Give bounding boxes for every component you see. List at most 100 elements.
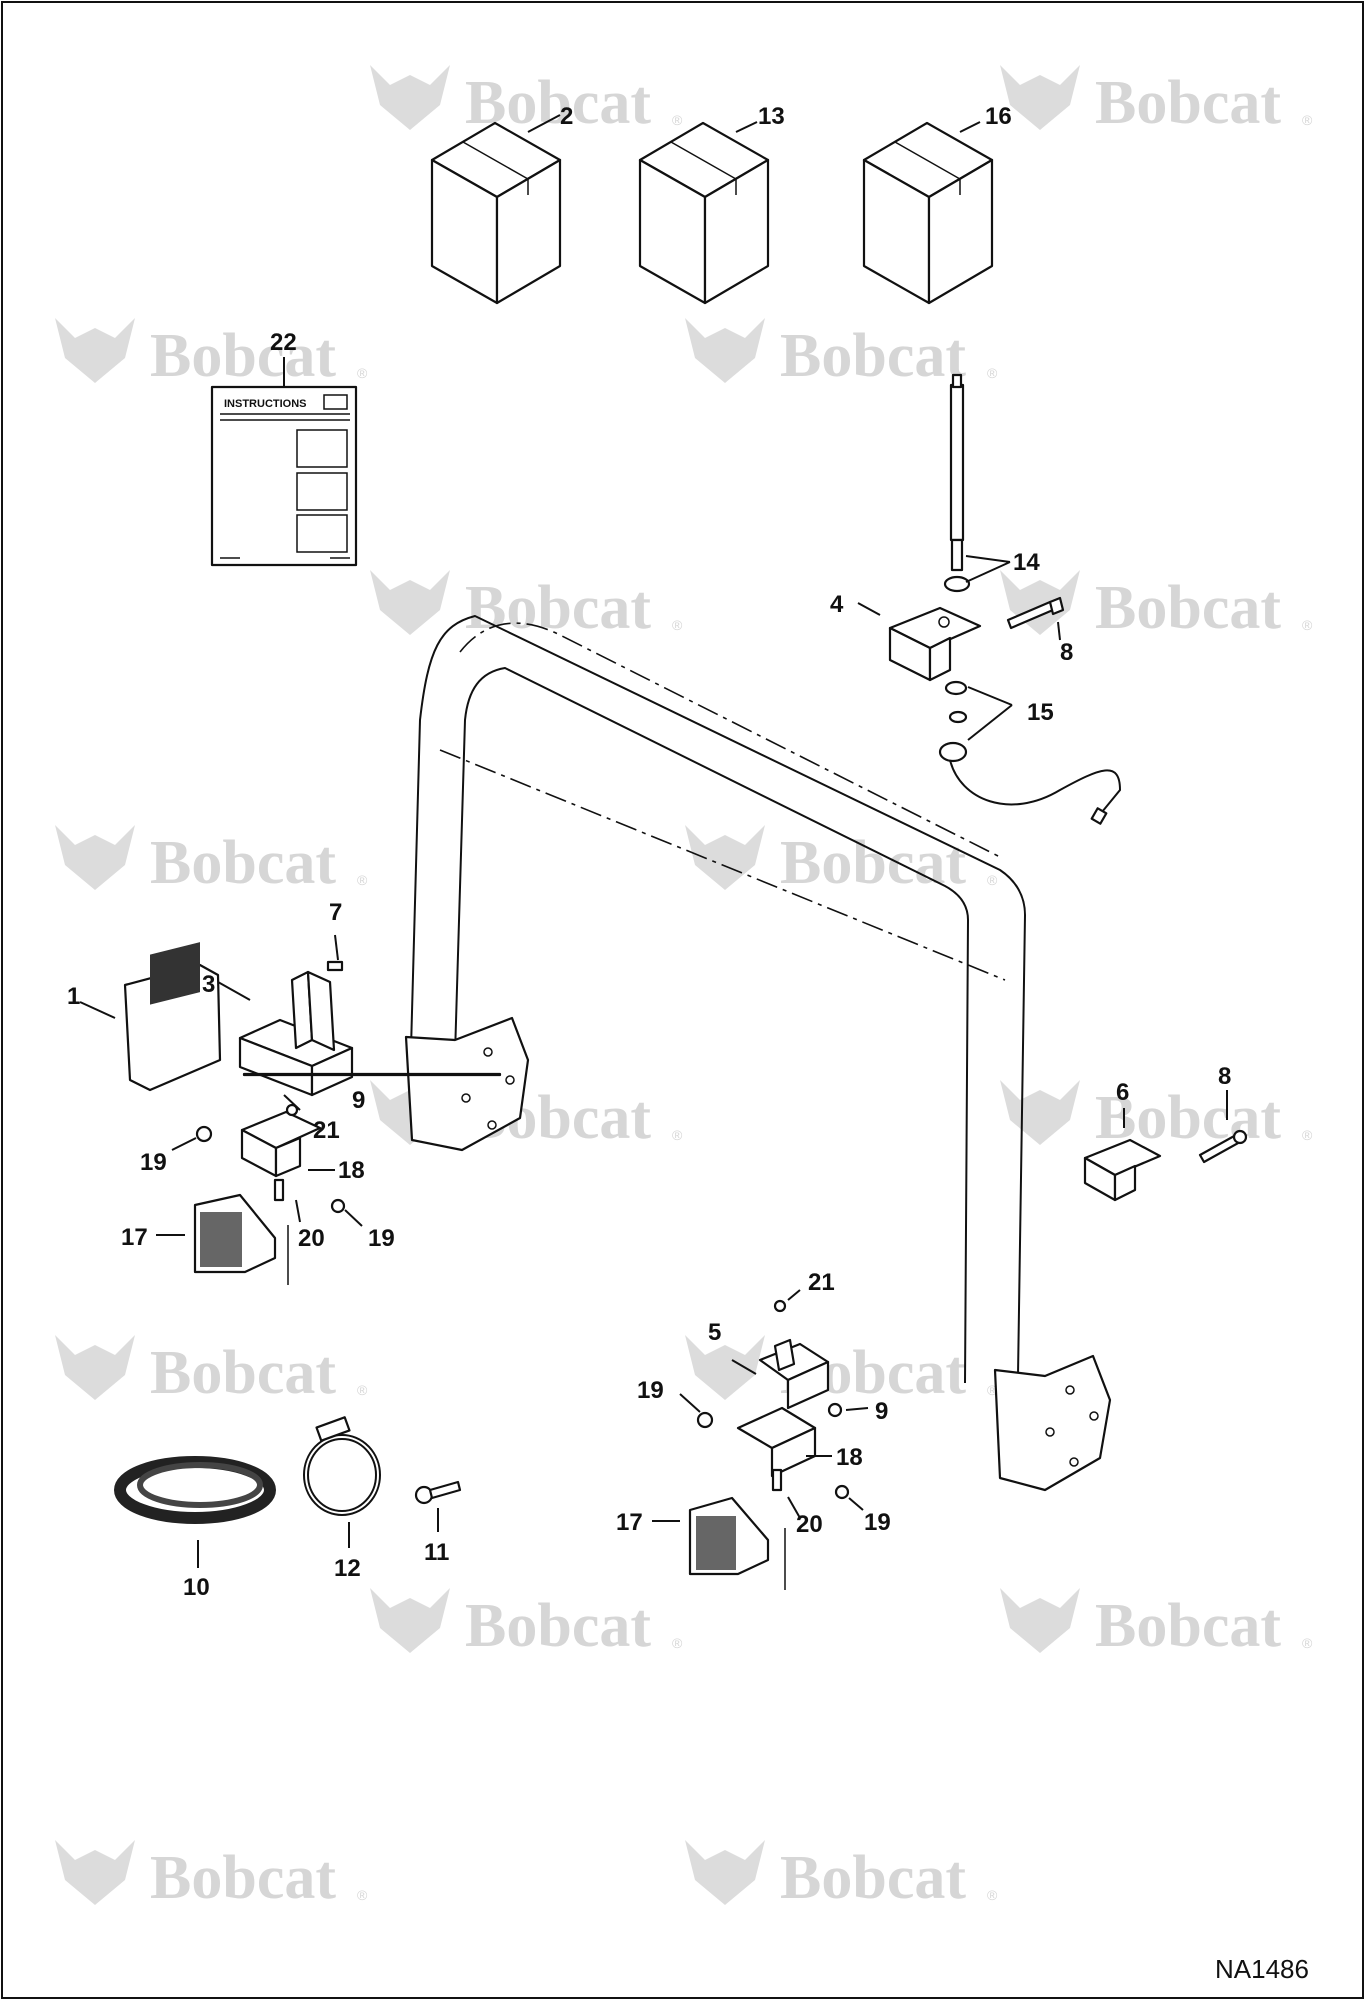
- watermark-3: Bobcat ®: [55, 318, 368, 390]
- watermark-5: Bobcat ®: [370, 570, 683, 642]
- bracket-item-6: [1083, 1108, 1162, 1202]
- callout-12: 12: [334, 1555, 361, 1582]
- bolt-item-8-right: [1198, 1090, 1248, 1164]
- svg-text:®: ®: [1302, 617, 1313, 633]
- instructions-heading: INSTRUCTIONS: [224, 398, 307, 410]
- antenna-item-14: [943, 373, 1011, 593]
- callout-21-right: 21: [808, 1269, 835, 1296]
- watermark-11: Bobcat ®: [55, 1335, 368, 1407]
- svg-text:®: ®: [672, 112, 683, 128]
- drawing-code: NA1486: [1215, 1954, 1309, 1984]
- callout-8-right: 8: [1218, 1063, 1231, 1090]
- callout-8-top: 8: [1060, 639, 1073, 666]
- speaker-assembly-left: [156, 1072, 502, 1285]
- speaker-grille-left: [200, 1212, 242, 1267]
- box-item-16: [862, 121, 994, 305]
- svg-text:Bobcat: Bobcat: [150, 1844, 336, 1912]
- watermark-8: Bobcat ®: [685, 825, 998, 897]
- callout-19-d: 19: [864, 1509, 891, 1536]
- callout-13: 13: [758, 103, 785, 130]
- antenna-bracket-item-4: [857, 602, 982, 682]
- callout-9-right: 9: [875, 1398, 888, 1425]
- svg-text:®: ®: [987, 1887, 998, 1903]
- callout-5: 5: [708, 1319, 721, 1346]
- svg-text:®: ®: [672, 1127, 683, 1143]
- callout-11: 11: [424, 1539, 449, 1566]
- callout-22: 22: [270, 329, 297, 356]
- svg-text:Bobcat: Bobcat: [1095, 69, 1281, 137]
- terminal-item-11: [414, 1480, 462, 1532]
- svg-text:®: ®: [987, 1382, 998, 1398]
- svg-text:Bobcat: Bobcat: [780, 1844, 966, 1912]
- watermark-14: Bobcat ®: [1000, 1588, 1313, 1660]
- watermark-12: Bobcat ®: [685, 1335, 998, 1407]
- callout-4: 4: [830, 591, 844, 618]
- callout-20-right: 20: [796, 1511, 823, 1538]
- callout-18-left: 18: [338, 1157, 365, 1184]
- callout-20-left: 20: [298, 1225, 325, 1252]
- watermark-4: Bobcat ®: [685, 318, 998, 390]
- callout-14: 14: [1013, 549, 1040, 576]
- radio-display: [150, 942, 200, 1005]
- callout-21-left: 21: [313, 1117, 340, 1144]
- svg-text:Bobcat: Bobcat: [150, 829, 336, 897]
- callout-19-b: 19: [368, 1225, 395, 1252]
- watermark-13: Bobcat ®: [370, 1588, 683, 1660]
- watermark-6: Bobcat ®: [1000, 570, 1313, 642]
- watermark-15: Bobcat ®: [55, 1840, 368, 1912]
- callout-2: 2: [560, 103, 573, 130]
- instructions-sheet: INSTRUCTIONS: [210, 357, 358, 567]
- svg-text:®: ®: [987, 365, 998, 381]
- svg-text:Bobcat: Bobcat: [465, 574, 651, 642]
- callout-18-right: 18: [836, 1444, 863, 1471]
- svg-text:®: ®: [987, 872, 998, 888]
- callout-3: 3: [202, 971, 215, 998]
- svg-text:®: ®: [672, 1635, 683, 1651]
- svg-text:Bobcat: Bobcat: [150, 1339, 336, 1407]
- svg-text:Bobcat: Bobcat: [780, 829, 966, 897]
- callout-6: 6: [1116, 1079, 1129, 1106]
- callout-19-c: 19: [637, 1377, 664, 1404]
- callout-16: 16: [985, 103, 1012, 130]
- watermark-10: Bobcat ®: [1000, 1080, 1313, 1152]
- svg-text:Bobcat: Bobcat: [150, 322, 336, 390]
- svg-text:®: ®: [672, 617, 683, 633]
- bolt-item-8-top: [1006, 596, 1065, 641]
- callout-labels: 1 2 3 4 5 6 7 8 8 9 9 10 11 12 13 14 15 …: [67, 103, 1231, 1601]
- svg-text:®: ®: [357, 1382, 368, 1398]
- svg-text:®: ®: [1302, 112, 1313, 128]
- rops-frame: [404, 614, 1112, 1492]
- radio-item-1: [79, 942, 222, 1092]
- callout-7: 7: [329, 899, 342, 926]
- callout-15: 15: [1027, 699, 1054, 726]
- svg-text:®: ®: [357, 365, 368, 381]
- clamp-item-12: [303, 1416, 381, 1548]
- speaker-assembly-right: [652, 1289, 869, 1590]
- watermark-1: Bobcat ®: [370, 65, 683, 137]
- svg-text:®: ®: [357, 872, 368, 888]
- svg-text:®: ®: [357, 1887, 368, 1903]
- antenna-cable-item-15: [938, 680, 1122, 825]
- speaker-grille-right: [696, 1516, 736, 1570]
- svg-text:Bobcat: Bobcat: [1095, 1592, 1281, 1660]
- watermark-7: Bobcat ®: [55, 825, 368, 897]
- radio-bracket-item-3: [217, 934, 354, 1097]
- box-item-2: [430, 114, 562, 305]
- svg-text:Bobcat: Bobcat: [780, 322, 966, 390]
- svg-text:®: ®: [1302, 1127, 1313, 1143]
- svg-text:®: ®: [1302, 1635, 1313, 1651]
- watermark-16: Bobcat ®: [685, 1840, 998, 1912]
- callout-9-left: 9: [352, 1087, 365, 1114]
- svg-text:Bobcat: Bobcat: [465, 1592, 651, 1660]
- svg-text:Bobcat: Bobcat: [1095, 574, 1281, 642]
- callout-17-right: 17: [616, 1509, 643, 1536]
- callout-17-left: 17: [121, 1224, 148, 1251]
- callout-1: 1: [67, 983, 80, 1010]
- box-item-13: [638, 121, 770, 305]
- callout-10: 10: [183, 1574, 210, 1601]
- callout-19-a: 19: [140, 1149, 167, 1176]
- wire-harness-item-10: [114, 1456, 276, 1568]
